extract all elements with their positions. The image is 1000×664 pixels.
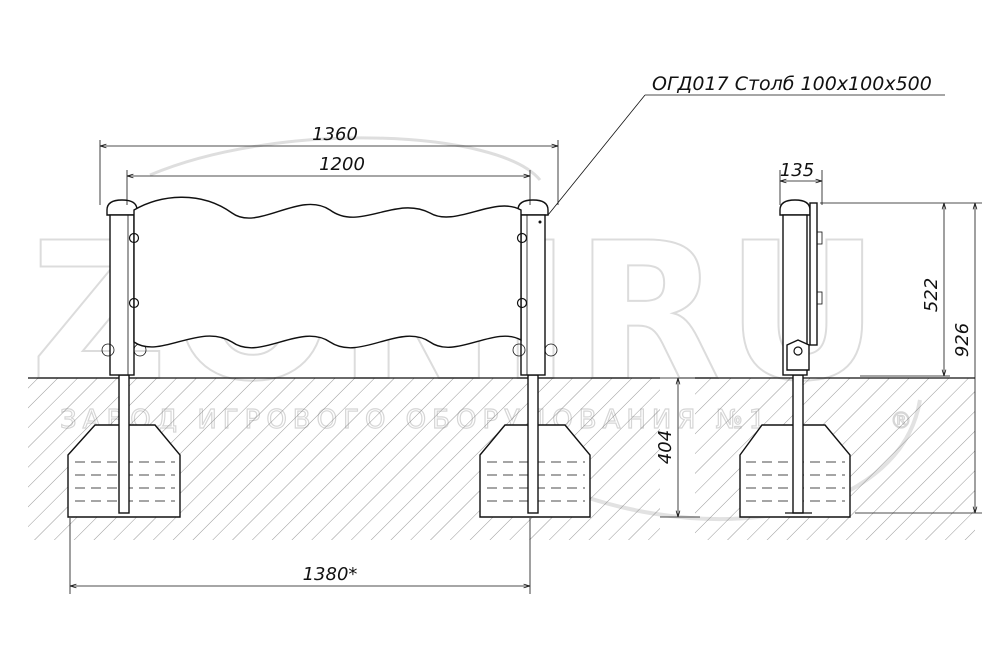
- callout-label: ОГД017 Столб 100х100х500: [652, 73, 932, 95]
- dim-embed-depth: 404: [655, 430, 676, 464]
- panel-bolts: [128, 232, 528, 309]
- post-cap-right: [517, 199, 549, 216]
- dimensions: 1360 1200 1380* 135 404 522 926: [69, 124, 982, 594]
- post-cap-left: [106, 199, 138, 216]
- dim-post-depth: 135: [780, 160, 814, 181]
- dim-footing-spacing: 1380*: [303, 564, 358, 585]
- dim-panel-height: 522: [921, 278, 942, 312]
- panel-side-edge: [809, 202, 818, 346]
- post-stem-side: [792, 374, 804, 514]
- wavy-panel: [133, 196, 522, 349]
- post-stem-right: [527, 374, 539, 514]
- callout-leader: [547, 94, 646, 216]
- dim-overall-width: 1360: [312, 124, 358, 145]
- dim-panel-width: 1200: [319, 154, 365, 175]
- post-stem-left: [118, 374, 130, 514]
- part-callout: ОГД017 Столб 100х100х500: [547, 73, 945, 216]
- post-cap-side: [779, 199, 811, 216]
- dim-total-height: 926: [952, 323, 973, 357]
- side-view: [779, 199, 823, 376]
- watermark-swoosh-top: [149, 136, 542, 181]
- front-view: [101, 196, 558, 376]
